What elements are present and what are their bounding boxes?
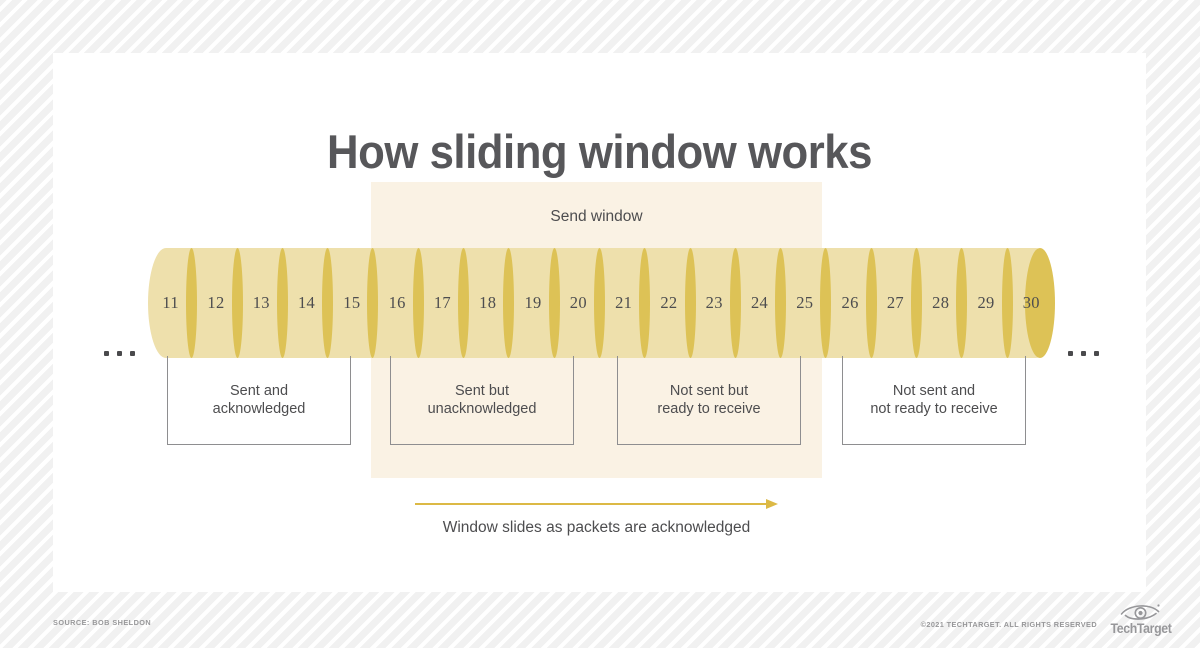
legend-line-1: Not sent and [892, 383, 976, 399]
dot [130, 351, 135, 356]
packet-cell: 27 [873, 248, 923, 358]
ellipsis-right-icon [1068, 351, 1099, 356]
packet-cell: 26 [827, 248, 878, 358]
logo-wordmark: TechTarget [1110, 620, 1172, 636]
packet-cell: 14 [284, 248, 334, 358]
legend-box-not-sent-ready: Not sent but ready to receive [617, 356, 801, 445]
packet-number: 13 [252, 293, 270, 312]
packet-cell: 24 [737, 248, 787, 358]
packet-number: 28 [932, 293, 950, 312]
dot [104, 351, 109, 356]
eye-icon [1120, 604, 1160, 620]
legend-line-2: unacknowledged [427, 401, 537, 417]
packet-cell: 25 [782, 248, 832, 358]
dot [1068, 351, 1073, 356]
page-title: How sliding window works [327, 125, 872, 179]
dot [1081, 351, 1086, 356]
strip-end-cap [1024, 248, 1055, 358]
source-credit: SOURCE: BOB SHELDON [53, 618, 152, 627]
packet-number: 23 [705, 293, 723, 312]
packet-cell: 13 [239, 248, 289, 358]
packet-cell: 29 [963, 248, 1013, 358]
legend-line-1: Sent but [454, 383, 509, 399]
packet-number: 26 [841, 293, 859, 312]
packet-number: 25 [796, 293, 814, 312]
slide-caption: Window slides as packets are acknowledge… [442, 519, 751, 536]
packet-cell: 28 [918, 248, 968, 358]
packet-number: 17 [433, 293, 451, 312]
legend-line-2: not ready to receive [870, 401, 998, 417]
legend-line-2: acknowledged [212, 401, 306, 417]
packet-number: 24 [750, 293, 769, 312]
legend-text: Not sent but ready to receive [618, 382, 800, 418]
packet-number: 20 [569, 293, 587, 312]
packet-number: 14 [297, 293, 316, 312]
packet-number: 16 [388, 293, 406, 312]
packet-number: 15 [343, 293, 361, 312]
send-window-label: Send window [550, 208, 643, 225]
infographic-card: How sliding window works Send window 11 … [53, 53, 1146, 592]
packet-cell: 19 [510, 248, 560, 358]
packet-number: 29 [977, 293, 995, 312]
packet-cell: 17 [420, 248, 470, 358]
arrow-shaft [415, 503, 767, 506]
packet-number: 27 [886, 293, 904, 312]
legend-line-1: Not sent but [669, 383, 749, 399]
packet-number: 21 [615, 293, 633, 312]
packet-cell: 11 [148, 248, 198, 358]
packet-cell: 16 [374, 248, 425, 358]
packet-number: 19 [524, 293, 542, 312]
legend-box-sent-but-unacknowledged: Sent but unacknowledged [390, 356, 574, 445]
packet-number: 12 [207, 293, 225, 312]
arrow-head [766, 499, 778, 509]
ellipsis-left-icon [104, 351, 135, 356]
legend-box-sent-and-acknowledged: Sent and acknowledged [167, 356, 351, 445]
legend-text: Not sent and not ready to receive [843, 382, 1025, 418]
techtarget-logo: TechTarget [1106, 601, 1176, 637]
slide-direction-arrow-icon [415, 499, 778, 511]
packet-number: 11 [162, 293, 179, 312]
packet-sequence-strip: 11 12 13 14 15 16 17 18 19 20 21 22 23 2… [148, 248, 1055, 358]
packet-cell: 30 [1009, 248, 1054, 358]
packet-number: 18 [479, 293, 497, 312]
legend-text: Sent and acknowledged [168, 382, 350, 418]
legend-line-2: ready to receive [657, 401, 761, 417]
dot [1094, 351, 1099, 356]
packet-cell: 15 [329, 248, 379, 358]
packet-cell: 12 [193, 248, 243, 358]
legend-box-not-sent-not-ready: Not sent and not ready to receive [842, 356, 1026, 445]
legend-line-1: Sent and [229, 383, 289, 399]
legend-text: Sent but unacknowledged [391, 382, 573, 418]
packet-cell: 21 [601, 248, 651, 358]
dot [117, 351, 122, 356]
packet-cell: 20 [556, 248, 606, 358]
packet-number: 30 [1022, 293, 1040, 312]
copyright-notice: ©2021 TECHTARGET. ALL RIGHTS RESERVED [920, 620, 1097, 629]
packet-cells: 11 12 13 14 15 16 17 18 19 20 21 22 23 2… [148, 248, 1054, 358]
packet-cell: 23 [692, 248, 742, 358]
packet-cell: 22 [646, 248, 696, 358]
packet-cell: 18 [465, 248, 515, 358]
packet-number: 22 [660, 293, 678, 312]
